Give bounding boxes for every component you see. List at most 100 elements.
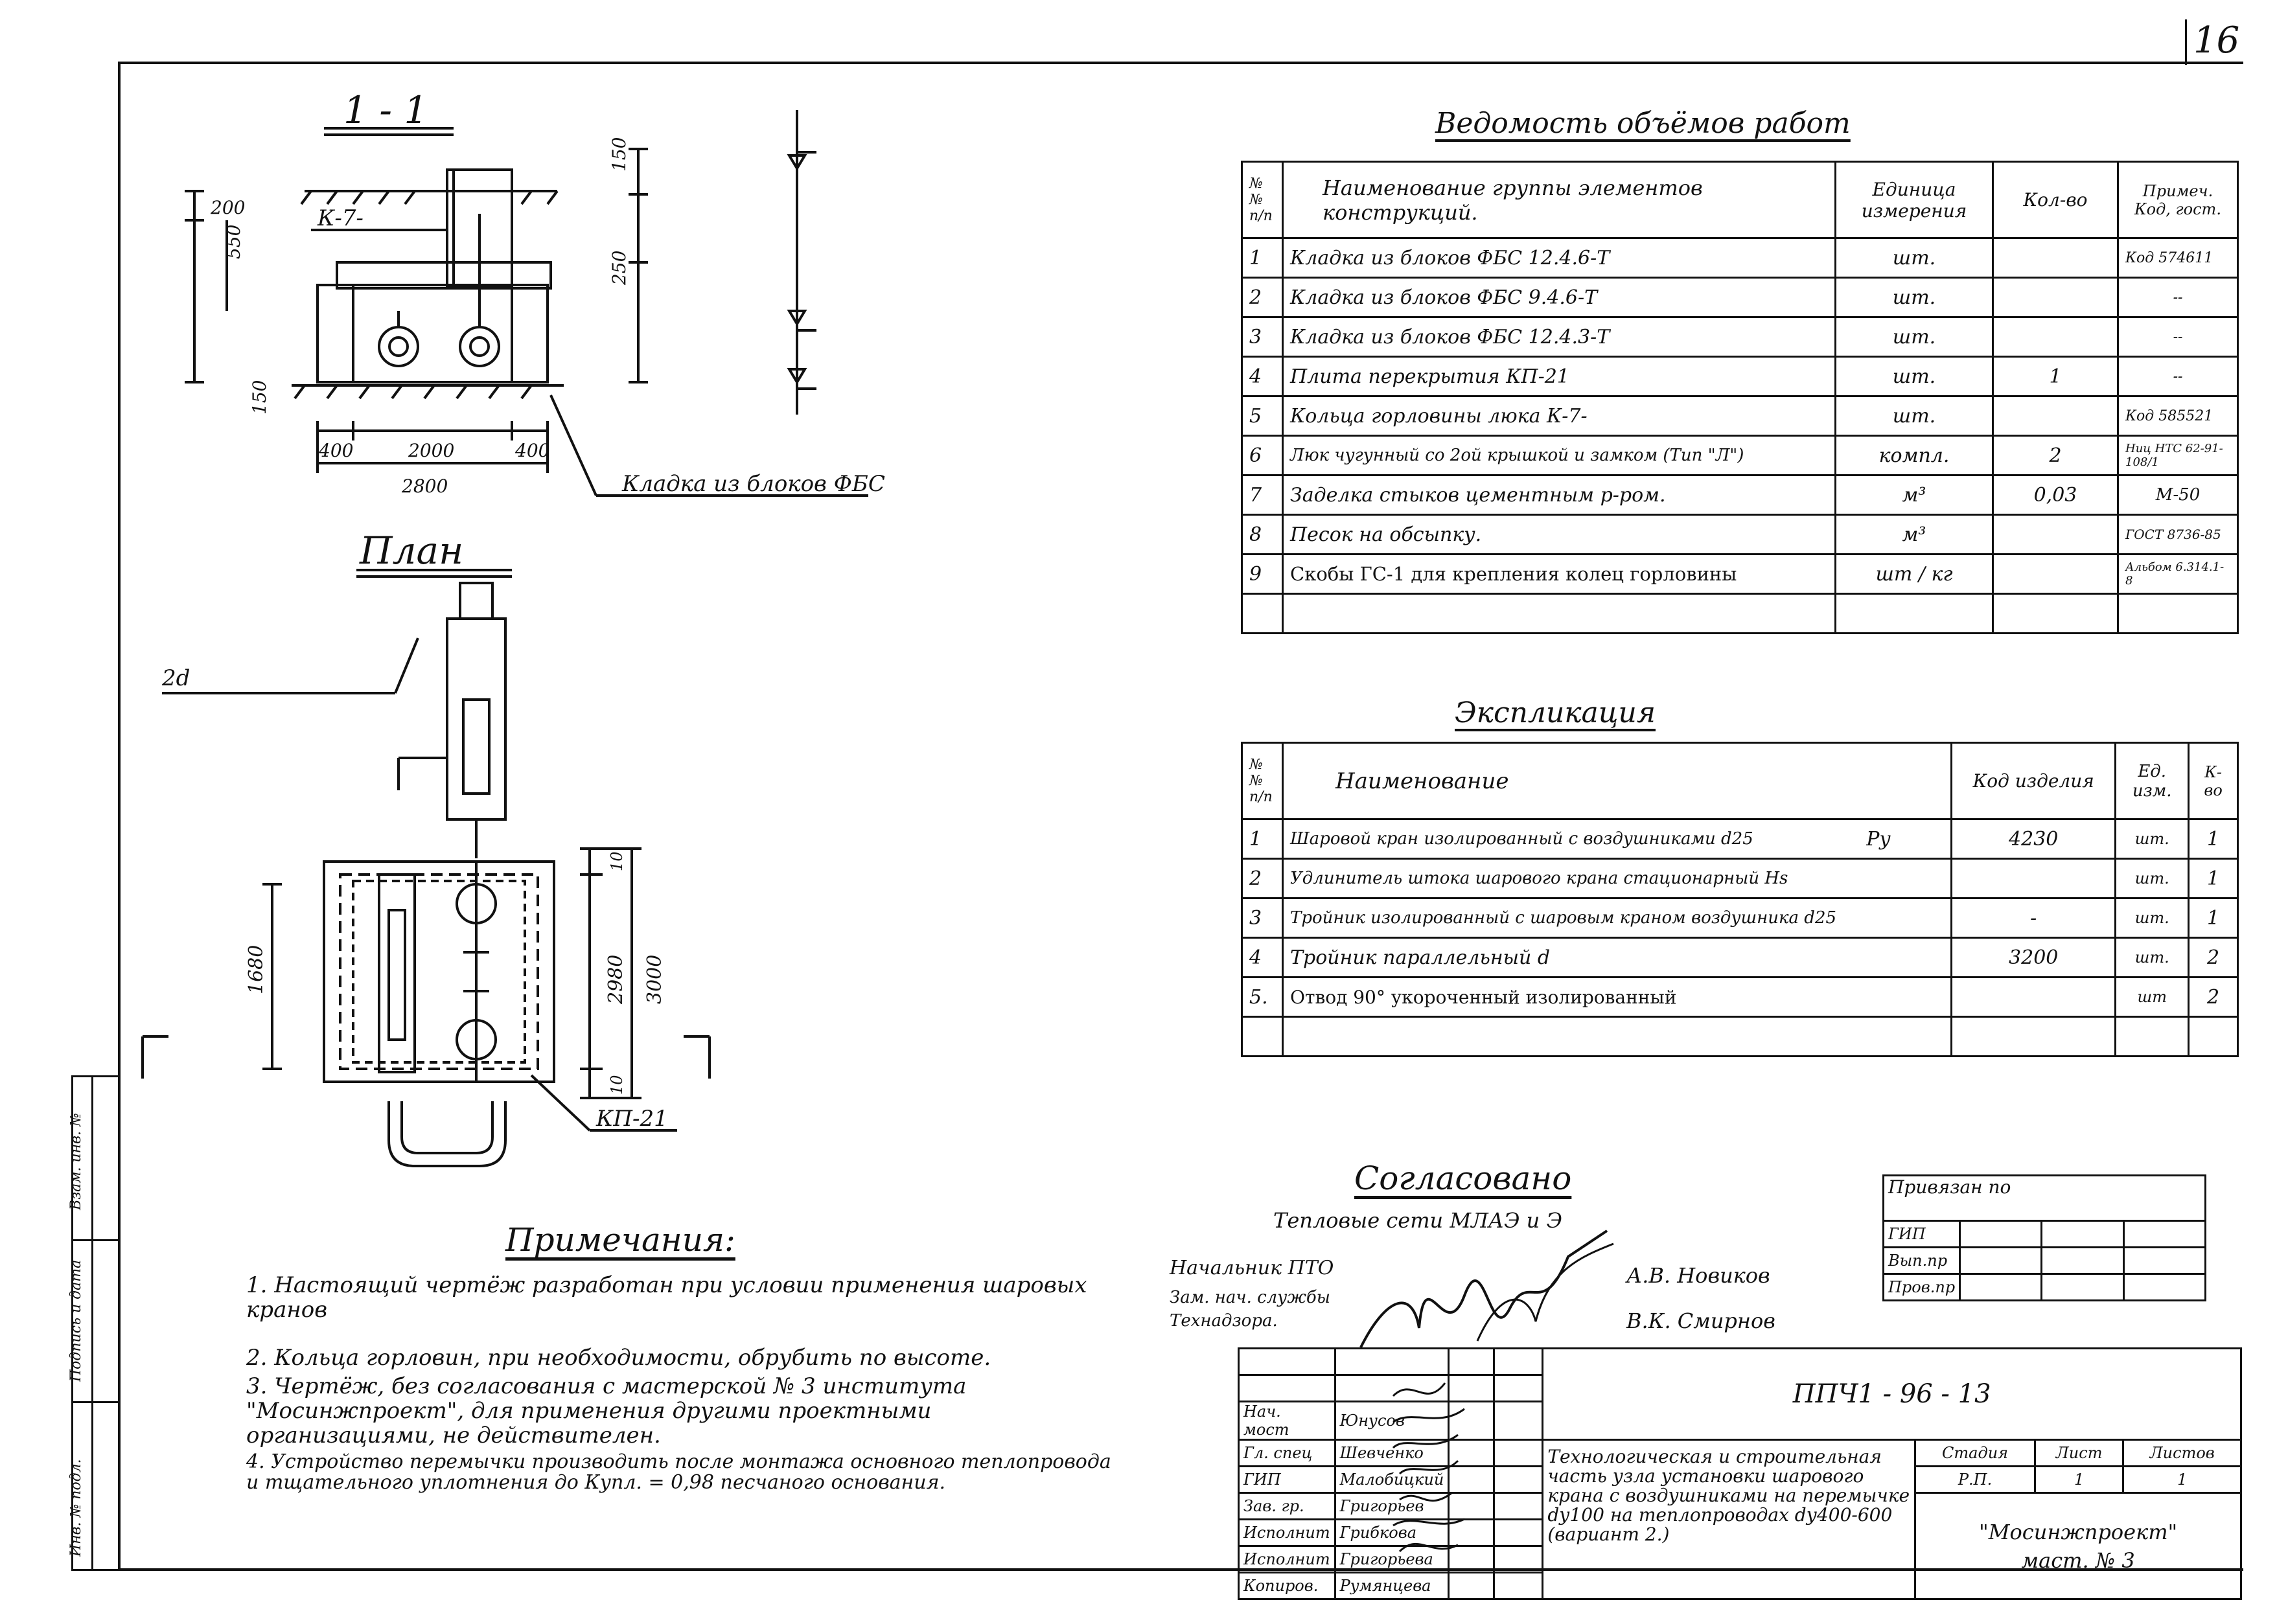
vol-cell: Кладка из блоков ФБС 9.4.6-Т <box>1282 277 1836 318</box>
exp-cell: 2 <box>2188 976 2239 1018</box>
vol-cell: 8 <box>1241 514 1284 555</box>
dim-200: 200 <box>210 197 245 218</box>
stamp-date <box>1493 1492 1544 1520</box>
exp-cell: 2 <box>2188 937 2239 978</box>
vol-cell: -- <box>2117 277 2239 318</box>
vol-cell: 0,03 <box>1992 474 2119 516</box>
explication-title: Экспликация <box>1455 696 1656 729</box>
exp-header-name: Наименование <box>1281 742 1953 820</box>
stamp-date <box>1493 1465 1544 1494</box>
vol-cell: Кольца горловины люка К-7- <box>1282 395 1836 437</box>
stamp-sheets: 1 <box>2122 1465 2242 1494</box>
stamp-signature <box>1448 1518 1496 1547</box>
vol-cell <box>2117 593 2239 634</box>
exp-cell: Шаровой кран изолированный с воздушникам… <box>1282 818 1860 860</box>
vol-header-note: Примеч. Код, гост. <box>2117 161 2239 239</box>
binding-cell <box>2122 1246 2207 1275</box>
exp-cell <box>1950 976 2117 1018</box>
stamp-cell <box>1493 1374 1544 1402</box>
binding-cell <box>2122 1220 2207 1248</box>
binding-row-label: Пров.пр <box>1882 1273 1961 1301</box>
volume-table-title: Ведомость объёмов работ <box>1435 107 1851 140</box>
vol-cell: шт. <box>1834 316 1994 358</box>
k7-callout: К-7- <box>317 205 364 231</box>
exp-cell <box>2114 1016 2190 1057</box>
binding-cell <box>1959 1246 2043 1275</box>
vol-cell: Люк чугунный со 2ой крышкой и замком (Ти… <box>1282 435 1836 476</box>
approval-title: Согласовано <box>1354 1160 1572 1197</box>
vol-cell: 2 <box>1241 277 1284 318</box>
vol-header-num: №№ п/п <box>1241 161 1284 239</box>
exp-cell: 4230 <box>1950 818 2117 860</box>
vol-cell: -- <box>2117 356 2239 397</box>
stamp-signature <box>1448 1465 1496 1494</box>
dim-250: 250 <box>608 251 630 286</box>
exp-cell <box>1950 858 2117 899</box>
exp-header-num: №№ п/п <box>1241 742 1284 820</box>
note-item: 3. Чертёж, без согласования с мастерской… <box>246 1373 967 1448</box>
approval-name-2: В.К. Смирнов <box>1626 1309 1775 1333</box>
vol-header-name: Наименование группы элементов конструкци… <box>1282 161 1836 239</box>
exp-cell <box>1860 897 1953 939</box>
stamp-person: Грибкова <box>1334 1518 1450 1547</box>
binding-cell <box>2040 1220 2125 1248</box>
vol-cell <box>1241 593 1284 634</box>
approval-name-1: А.В. Новиков <box>1626 1263 1770 1288</box>
stamp-signature <box>1448 1545 1496 1573</box>
exp-cell: Тройник изолированный с шаровым краном в… <box>1282 897 1860 939</box>
vol-cell: Кладка из блоков ФБС 12.4.6-Т <box>1282 237 1836 279</box>
exp-cell <box>1860 858 1953 899</box>
stamp-person: Румянцева <box>1334 1572 1450 1600</box>
dim-2980: 2980 <box>605 955 627 1005</box>
vol-cell <box>1992 514 2119 555</box>
approval-role-2: Зам. нач. службы Технадзора. <box>1170 1288 1330 1331</box>
stamp-role: Исполнит <box>1238 1545 1336 1573</box>
drawing-frame <box>118 62 2243 1571</box>
exp-cell <box>1860 937 1953 978</box>
vol-cell: шт. <box>1834 356 1994 397</box>
exp-cell: 3200 <box>1950 937 2117 978</box>
dim-550: 550 <box>223 225 244 259</box>
stamp-date <box>1493 1572 1544 1600</box>
exp-cell <box>1860 1016 1953 1057</box>
vol-cell: ГОСТ 8736-85 <box>2117 514 2239 555</box>
stamp-cell <box>1448 1374 1496 1402</box>
vol-cell: Код 574611 <box>2117 237 2239 279</box>
stamp-person: Григорьев <box>1334 1492 1450 1520</box>
dim-150-top: 150 <box>608 137 630 172</box>
dim-1680: 1680 <box>245 945 268 994</box>
vol-cell: М-50 <box>2117 474 2239 516</box>
vol-cell: 9 <box>1241 553 1284 595</box>
notes-list: 1. Настоящий чертёж разработан при услов… <box>246 1273 1115 1493</box>
vol-cell: шт. <box>1834 277 1994 318</box>
note-item: 4. Устройство перемычки производить посл… <box>246 1450 1111 1494</box>
kp21-callout: КП-21 <box>595 1106 668 1132</box>
stamp-sheets-label: Листов <box>2122 1439 2242 1467</box>
table-row <box>1241 593 2239 634</box>
exp-cell: 2 <box>1241 858 1284 899</box>
dim-3000: 3000 <box>643 955 666 1004</box>
exp-cell: шт. <box>2114 818 2190 860</box>
vol-cell: шт. <box>1834 237 1994 279</box>
stamp-cell <box>1238 1347 1336 1376</box>
vol-cell: Код 585521 <box>2117 395 2239 437</box>
stamp-date <box>1493 1439 1544 1467</box>
vol-cell: Плита перекрытия КП-21 <box>1282 356 1836 397</box>
stamp-role: Копиров. <box>1238 1572 1336 1600</box>
exp-cell <box>1860 976 1953 1018</box>
exp-header-qty: К-во <box>2188 742 2239 820</box>
stamp-description: Технологическая и строительная часть узл… <box>1542 1439 1917 1600</box>
page-number: 16 <box>2193 19 2240 62</box>
dim-10-top: 10 <box>608 851 626 871</box>
binding-cell <box>2122 1273 2207 1301</box>
vol-cell <box>1282 593 1836 634</box>
stamp-role: Исполнит <box>1238 1518 1336 1547</box>
plan-label: План <box>359 529 463 573</box>
stamp-person: Григорьева <box>1334 1545 1450 1573</box>
exp-cell: 1 <box>2188 897 2239 939</box>
